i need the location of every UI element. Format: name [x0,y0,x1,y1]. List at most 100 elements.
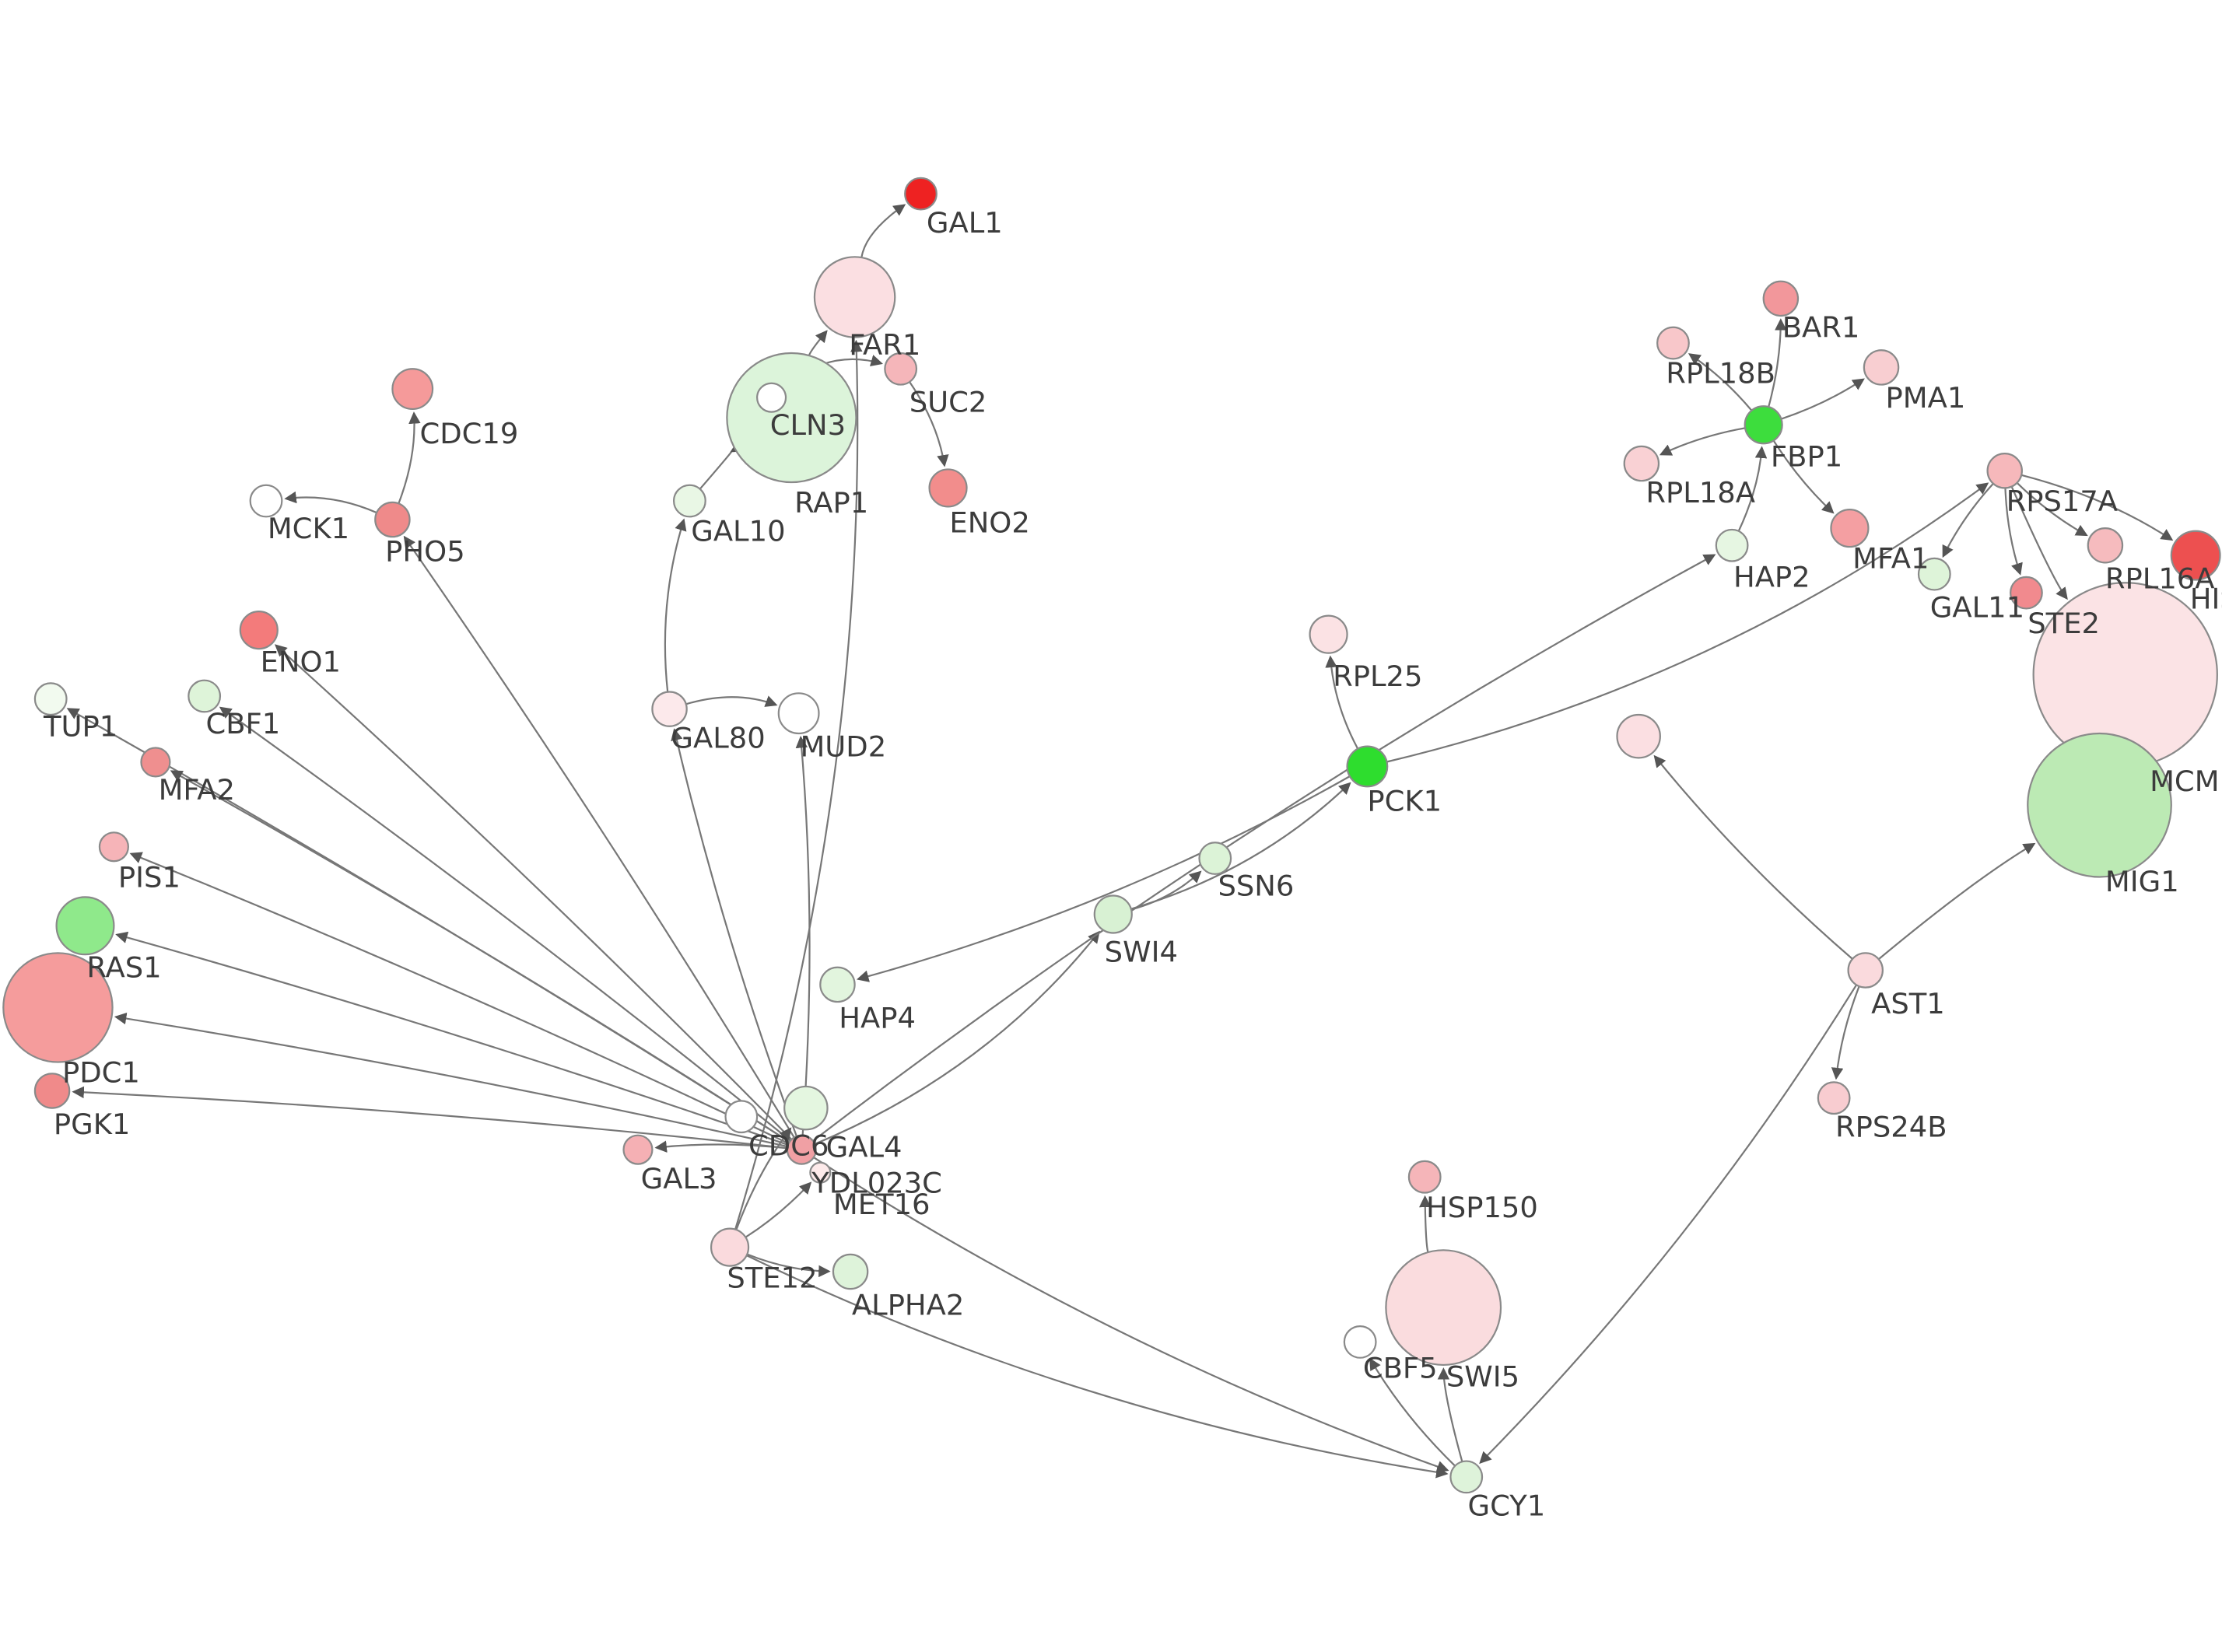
node-STE2[interactable] [2010,576,2043,610]
node-MET16[interactable] [809,1161,832,1184]
node-label-SSN6: SSN6 [1218,869,1294,902]
node-GAL3[interactable] [622,1134,654,1165]
node-RPL25[interactable] [1309,614,1348,654]
node-label-PMA1: PMA1 [1886,381,1966,415]
edge-GAL4-GCY1 [813,1157,1449,1473]
node-GAL1[interactable] [904,177,938,211]
node-PGK1[interactable] [33,1073,71,1109]
node-label-RPL18B: RPL18B [1666,357,1775,390]
edge-RPS17A-STE2 [2004,488,2023,576]
node-RAS1[interactable] [55,896,115,956]
node-label-SWI5: SWI5 [1446,1360,1519,1394]
node-BAR1[interactable] [1762,280,1800,317]
node-FAR1[interactable] [813,256,896,338]
node-SWI4[interactable] [1093,894,1133,934]
edge-AST1-GCY1 [1479,984,1858,1465]
node-label-GAL10: GAL10 [691,515,785,548]
node-label-CBF1: CBF1 [206,707,281,740]
node-label-MIG1: MIG1 [2105,865,2179,898]
node-CDC19[interactable] [391,368,434,411]
edges-layer [66,204,2174,1479]
node-PMA1[interactable] [1863,349,1900,386]
node-MUD2[interactable] [777,692,820,735]
node-GAL11[interactable] [1917,557,1951,591]
node-CBF1[interactable] [188,679,222,713]
node-MFA2[interactable] [140,747,171,778]
edge-SWI5-HSP150 [1418,1195,1432,1253]
node-ENO2[interactable] [928,468,968,508]
node-RPS24B[interactable] [1817,1081,1851,1115]
node-SUC2[interactable] [884,352,918,386]
node-label-HAP2: HAP2 [1733,561,1810,594]
node-label-RPL25: RPL25 [1333,660,1422,693]
edge-GAL80-MUD2 [685,695,778,707]
node-CLN3[interactable] [726,352,857,484]
node-SWI5[interactable] [1385,1249,1502,1367]
node-label-CLN3: CLN3 [770,408,846,442]
node-label-PCK1: PCK1 [1367,785,1442,818]
node-RAP1[interactable] [756,382,787,413]
node-CBF5[interactable] [1343,1325,1377,1359]
node-AST1[interactable] [1847,952,1884,989]
edge-GCY1-CBF5 [1369,1357,1456,1467]
edge-FAR1-GAL1 [860,204,906,258]
node-label-ALPHA2: ALPHA2 [852,1288,964,1321]
node-YDL023C[interactable] [783,1085,829,1131]
node-CDC6[interactable] [724,1100,759,1134]
edge-FBP1-BAR1 [1768,318,1787,408]
node-RPL18A[interactable] [1623,445,1660,482]
node-label-GAL80: GAL80 [671,721,765,754]
edge-GAL4-CBF1 [219,706,791,1142]
node-ALPHA2[interactable] [832,1253,869,1290]
node-label-CDC19: CDC19 [419,417,518,450]
node-GAL10[interactable] [672,484,706,518]
node-label-MFA1: MFA1 [1852,542,1929,576]
edge-GAL4-ENO1 [275,644,793,1140]
node-label-RAP1: RAP1 [794,486,868,520]
edge-RPS17A-MCM1 [2010,486,2068,600]
node-RPL16A[interactable] [2087,527,2124,564]
node-HAP2[interactable] [1715,528,1749,562]
node-GAL4[interactable] [786,1134,817,1165]
node-MIG1[interactable] [2027,732,2172,878]
node-PDC1[interactable] [2,952,114,1063]
edge-SUC2-ENO2 [909,381,949,467]
node-PIS1[interactable] [98,831,129,863]
edge-GAL4-PIS1 [129,852,790,1145]
node-TUP1[interactable] [33,682,68,716]
edge-HAP2-FBP1 [1737,446,1768,532]
edge-STE12-GCY1 [746,1255,1449,1479]
node-FBP1[interactable] [1744,405,1783,445]
node-HIS4[interactable] [2170,530,2221,581]
node-HSP150[interactable] [1407,1160,1442,1194]
node-GAL80[interactable] [651,691,688,727]
nodes-layer [2,177,2221,1494]
edge-GAL4-MUD2 [795,736,811,1136]
node-ENO1[interactable] [239,611,279,650]
node-label-PGK1: PGK1 [54,1108,131,1141]
node-label-HSP150: HSP150 [1426,1191,1538,1224]
node-label-RPL16A: RPL16A [2105,562,2215,596]
node-HAP4[interactable] [819,966,856,1003]
edge-PHO5-CDC19 [398,411,421,504]
edge-GAL80-GAL10 [664,518,687,692]
node-label-GAL11: GAL11 [1930,591,2024,625]
node-N1[interactable] [1616,713,1661,759]
edge-FBP1-RPL18A [1659,427,1746,456]
node-MFA1[interactable] [1830,508,1870,548]
node-SSN6[interactable] [1198,842,1232,875]
edge-AST1-N1 [1653,754,1853,960]
edge-STE12-ALPHA2 [746,1253,831,1278]
node-label-PIS1: PIS1 [118,860,180,894]
node-RPL18B[interactable] [1656,326,1690,360]
node-label-RPL18A: RPL18A [1645,476,1755,509]
edge-AST1-MIG1 [1878,842,2036,961]
node-label-ENO1: ENO1 [261,646,341,679]
node-RPS17A[interactable] [1986,453,2023,489]
node-label-FAR1: FAR1 [849,328,920,362]
node-GCY1[interactable] [1449,1460,1484,1494]
node-PHO5[interactable] [374,501,411,538]
node-PCK1[interactable] [1346,745,1389,788]
node-STE12[interactable] [710,1227,750,1267]
node-MCK1[interactable] [249,484,283,518]
